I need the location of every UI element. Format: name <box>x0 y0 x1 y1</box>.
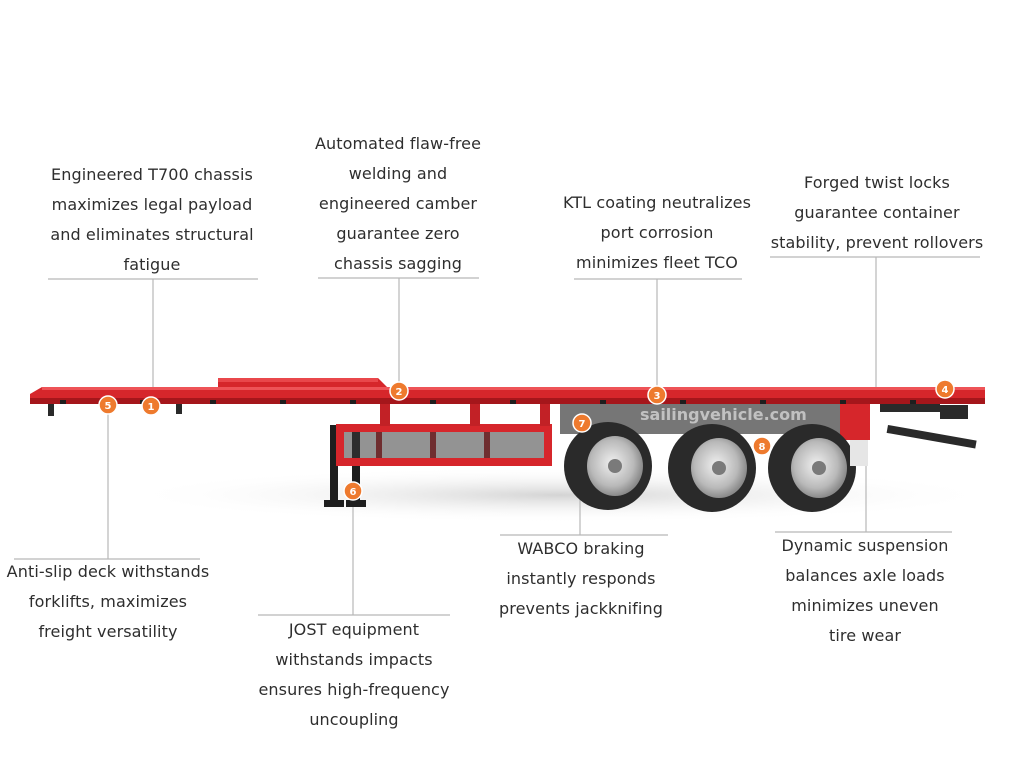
callout-anti-slip-deck: Anti-slip deck withstands forklifts, max… <box>6 562 210 641</box>
svg-text:2: 2 <box>396 387 403 398</box>
callout-ktl-coating: KTL coating neutralizes port corrosion m… <box>562 193 752 272</box>
svg-text:7: 7 <box>579 419 586 430</box>
marker-1: 1 <box>141 396 161 416</box>
svg-text:6: 6 <box>350 487 357 498</box>
wheel-1 <box>564 422 652 510</box>
leader-lines <box>14 256 980 616</box>
marker-8: 8 <box>752 436 772 456</box>
watermark: sailingvehicle.com <box>640 405 807 424</box>
svg-text:4: 4 <box>942 385 949 396</box>
marker-7: 7 <box>572 413 592 433</box>
ground-shadow <box>120 467 1000 523</box>
axle-group <box>564 422 868 512</box>
markers: 1 2 3 4 5 6 7 8 <box>98 379 955 501</box>
wheel-2 <box>668 424 756 512</box>
callout-jost-equipment: JOST equipment withstands impacts ensure… <box>258 620 450 729</box>
callout-welding: Automated flaw-free welding and engineer… <box>314 134 482 273</box>
marker-5: 5 <box>98 395 118 415</box>
callout-wabco-braking: WABCO braking instantly responds prevent… <box>499 539 663 618</box>
gooseneck <box>218 378 388 388</box>
marker-2: 2 <box>389 381 409 401</box>
callout-chassis: Engineered T700 chassis maximizes legal … <box>50 165 254 274</box>
svg-text:1: 1 <box>148 402 155 413</box>
marker-4: 4 <box>935 379 955 399</box>
callout-suspension: Dynamic suspension balances axle loads m… <box>781 536 949 645</box>
main-deck <box>30 387 985 416</box>
svg-text:3: 3 <box>654 391 661 402</box>
wheel-3 <box>768 424 856 512</box>
callout-twist-locks: Forged twist locks guarantee container s… <box>770 173 984 252</box>
svg-text:8: 8 <box>759 442 766 453</box>
rear-bumper <box>880 402 977 449</box>
svg-text:5: 5 <box>105 401 112 412</box>
marker-3: 3 <box>647 385 667 405</box>
marker-6: 6 <box>343 481 363 501</box>
